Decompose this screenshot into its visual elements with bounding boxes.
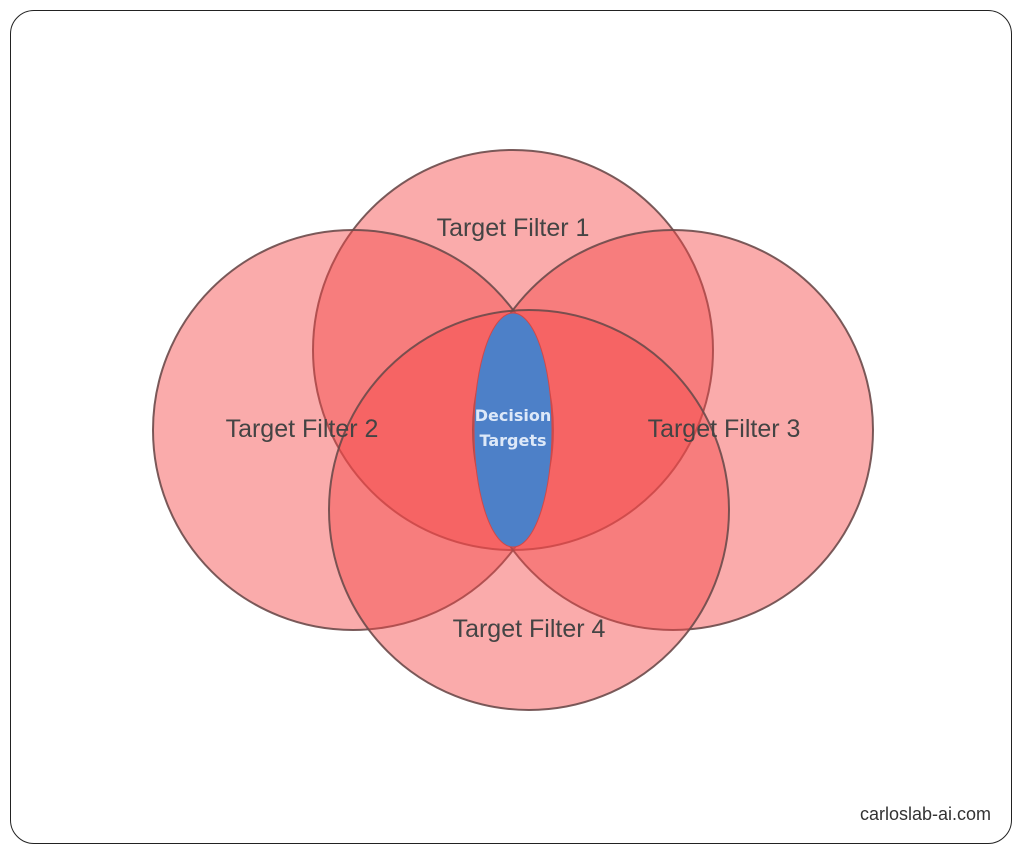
target-filter-2-label: Target Filter 2 [226,415,379,443]
target-filter-3-label: Target Filter 3 [648,415,801,443]
diagram-frame [10,10,1012,844]
decision-targets-ellipse [473,312,553,548]
target-filter-3-circle [472,229,874,631]
target-filter-2-circle [152,229,554,631]
decision-targets-label-line2: Targets [479,431,546,450]
decision-targets-label-line1: Decision [475,406,552,425]
credit-text: carloslab-ai.com [859,804,991,824]
target-filter-1-label: Target Filter 1 [437,214,590,242]
target-filter-4-label: Target Filter 4 [453,615,606,643]
